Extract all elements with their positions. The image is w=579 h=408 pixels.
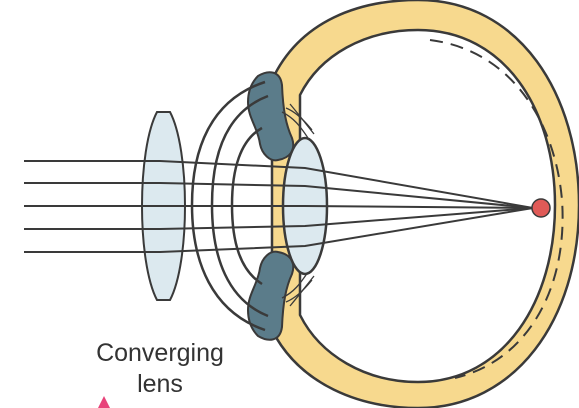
caption-lens: lens [70, 369, 250, 399]
caption-converging: Converging [70, 338, 250, 368]
focus-point [532, 199, 550, 217]
